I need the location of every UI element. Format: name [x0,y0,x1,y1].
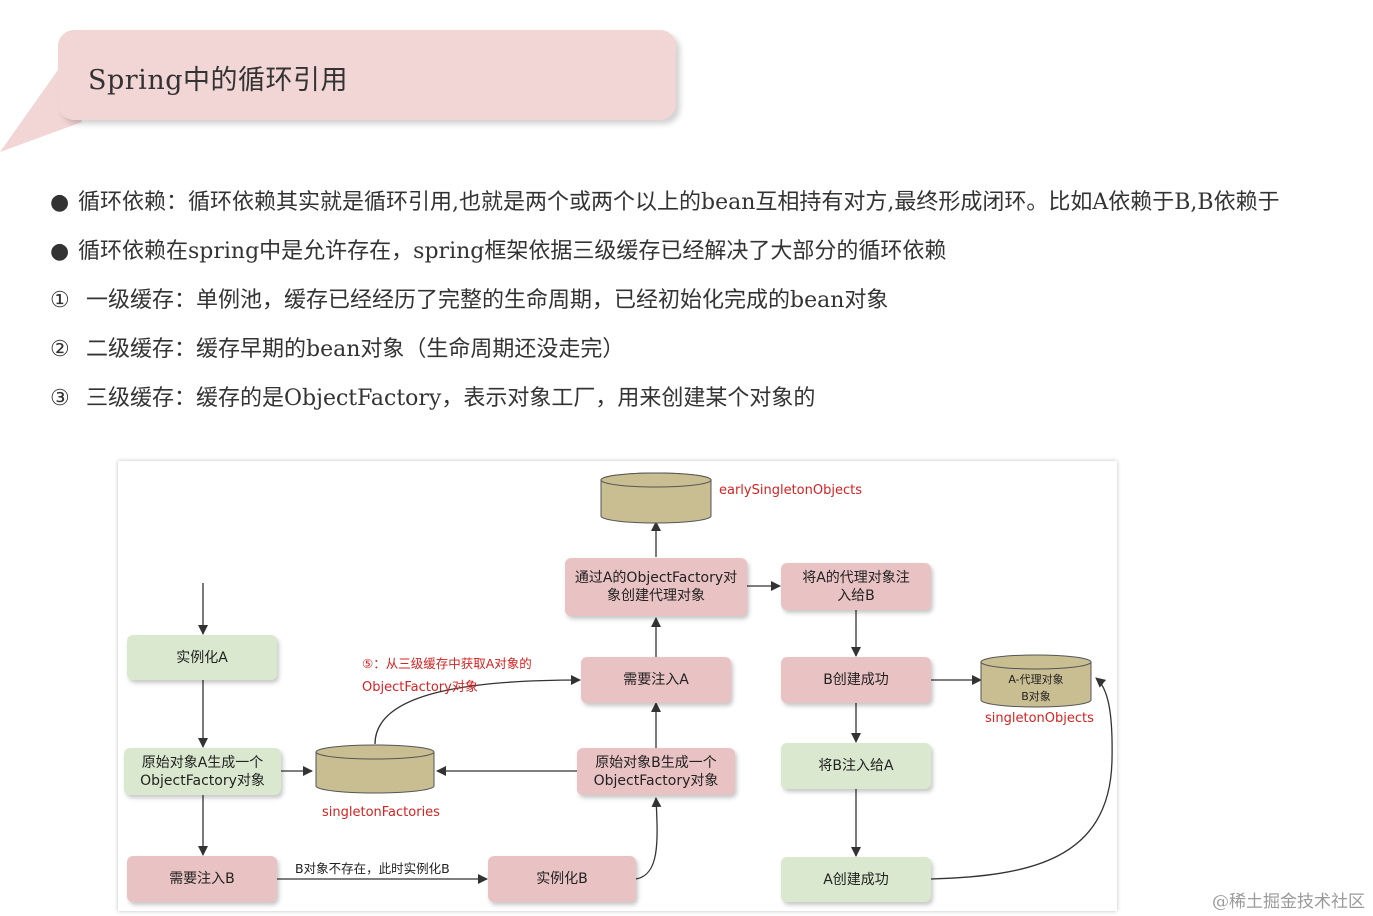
node-orig-b-factory: 原始对象B生成一个 ObjectFactory对象 [577,748,735,795]
cache-marker: ① [50,288,70,313]
cache-text: 二级缓存：缓存早期的bean对象（生命周期还没走完） [86,337,625,362]
edge-instantiate-b-to-orig-b [635,797,662,880]
bullet-line: ● 循环依赖：循环依赖其实就是循环引用,也就是两个或两个以上的bean互相持有对方… [50,184,1280,216]
node-inject-b: 将B注入给A [781,743,931,789]
node-create-proxy-line1: 通过A的ObjectFactory对 [574,570,738,586]
cache-text: 一级缓存：单例池，缓存已经经历了完整的生命周期，已经初始化完成的bean对象 [86,288,889,313]
title-callout [58,30,676,120]
node-inject-proxy: 将A的代理对象注 入给B [781,563,931,610]
node-orig-a-line1: 原始对象A生成一个 [141,754,264,771]
node-need-a: 需要注入A [581,657,731,703]
singleton-objects-database-icon [980,654,1092,708]
label-early-singleton-objects: earlySingletonObjects [719,483,862,498]
watermark: @稀土掘金技术社区 [1212,892,1365,912]
bullet-dot-icon: ● [50,239,70,264]
node-need-b: 需要注入B [127,856,277,902]
node-orig-b-line1: 原始对象B生成一个 [595,754,717,771]
bullet-text: 循环依赖在spring中是允许存在，spring框架依据三级缓存已经解决了大部分… [78,239,947,264]
singleton-item-a-proxy: A-代理对象 [1008,673,1064,686]
bullet-dot-icon: ● [50,190,70,215]
edge-factories-to-need-a [374,675,581,745]
cache-text: 三级缓存：缓存的是ObjectFactory，表示对象工厂，用来创建某个对象的 [86,386,816,411]
node-a-created: A创建成功 [781,857,931,902]
node-orig-b-line2: ObjectFactory对象 [593,772,719,789]
label-singleton-factories: singletonFactories [322,805,440,820]
page-title: Spring中的循环引用 [88,65,348,96]
node-create-proxy: 通过A的ObjectFactory对 象创建代理对象 [565,558,747,616]
bullet-line: ● 循环依赖在spring中是允许存在，spring框架依据三级缓存已经解决了大部… [50,233,946,265]
early-singleton-database-icon [600,472,712,524]
cache-line: ② 二级缓存：缓存早期的bean对象（生命周期还没走完） [50,331,624,363]
singleton-factories-database-icon [315,744,435,794]
label-step5-line2: ObjectFactory对象 [362,680,478,695]
node-orig-a-line2: ObjectFactory对象 [140,772,265,789]
singleton-objects-contents: A-代理对象 B对象 [986,671,1086,705]
node-inject-proxy-line2: 入给B [837,587,875,604]
edge-a-created-to-singletons [930,677,1113,880]
singleton-item-b: B对象 [1021,690,1051,703]
node-orig-a-factory: 原始对象A生成一个 ObjectFactory对象 [124,748,281,795]
bullet-text: 循环依赖：循环依赖其实就是循环引用,也就是两个或两个以上的bean互相持有对方,… [78,190,1280,215]
label-step5-line1: ⑤：从三级缓存中获取A对象的 [362,656,532,671]
label-singleton-objects: singletonObjects [985,711,1094,726]
node-instantiate-b: 实例化B [488,856,636,902]
node-create-proxy-line2: 象创建代理对象 [607,588,705,604]
cache-line: ① 一级缓存：单例池，缓存已经经历了完整的生命周期，已经初始化完成的bean对象 [50,282,888,314]
node-instantiate-a: 实例化A [127,635,277,680]
cache-marker: ③ [50,386,70,411]
node-inject-proxy-line1: 将A的代理对象注 [802,569,910,586]
cache-marker: ② [50,337,70,362]
node-b-created: B创建成功 [781,657,931,703]
label-b-not-exist: B对象不存在，此时实例化B [295,861,450,876]
cache-line: ③ 三级缓存：缓存的是ObjectFactory，表示对象工厂，用来创建某个对象的 [50,380,815,412]
